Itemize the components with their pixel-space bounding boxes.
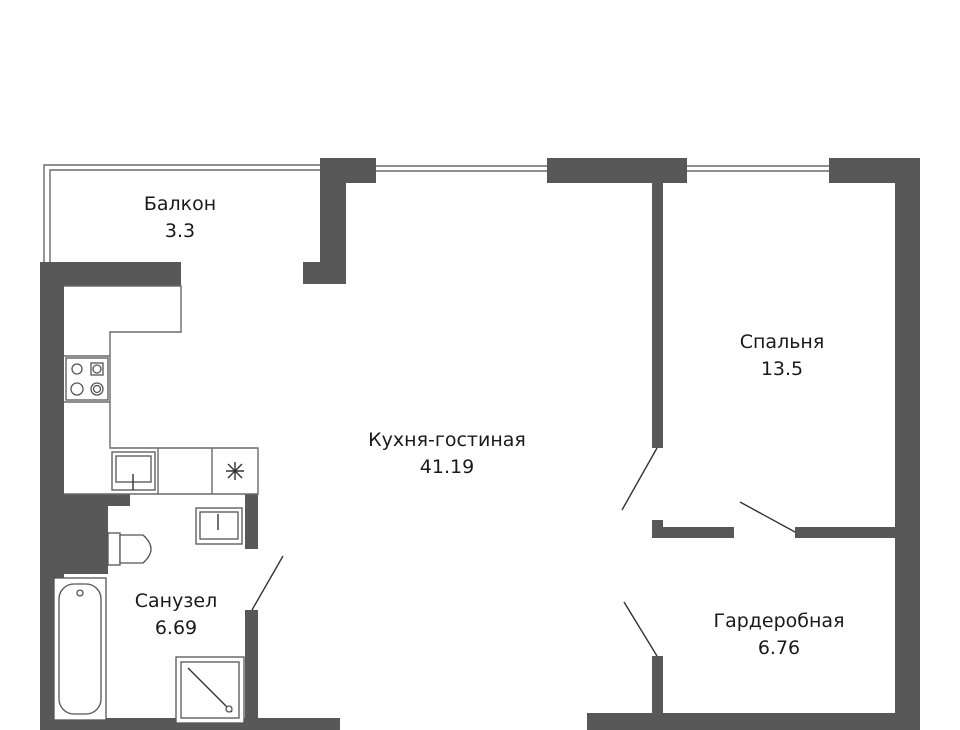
room-name-balcony: Балкон <box>144 193 216 215</box>
room-area-wardrobe: 6.76 <box>758 637 800 659</box>
room-name-bathroom: Санузел <box>135 590 218 612</box>
kitchen-counter <box>64 285 259 495</box>
window-lines <box>345 165 829 172</box>
fan-icon <box>226 462 244 480</box>
door-swings <box>251 447 796 657</box>
stove-icon <box>65 357 109 401</box>
room-area-balcony: 3.3 <box>165 220 195 242</box>
shower-tray-icon <box>175 656 245 724</box>
room-area-bedroom: 13.5 <box>761 358 803 380</box>
sink-icon <box>111 451 156 491</box>
toilet-icon <box>107 532 152 566</box>
room-area-bathroom: 6.69 <box>155 617 197 639</box>
room-area-kitchen-living: 41.19 <box>420 456 474 478</box>
balcony-outline <box>43 164 320 262</box>
bathtub-icon <box>53 577 107 721</box>
room-name-bedroom: Спальня <box>740 331 825 353</box>
washbasin-icon <box>195 507 243 545</box>
room-name-kitchen-living: Кухня-гостиная <box>368 429 526 451</box>
walls <box>40 158 920 730</box>
room-name-wardrobe: Гардеробная <box>713 610 844 632</box>
